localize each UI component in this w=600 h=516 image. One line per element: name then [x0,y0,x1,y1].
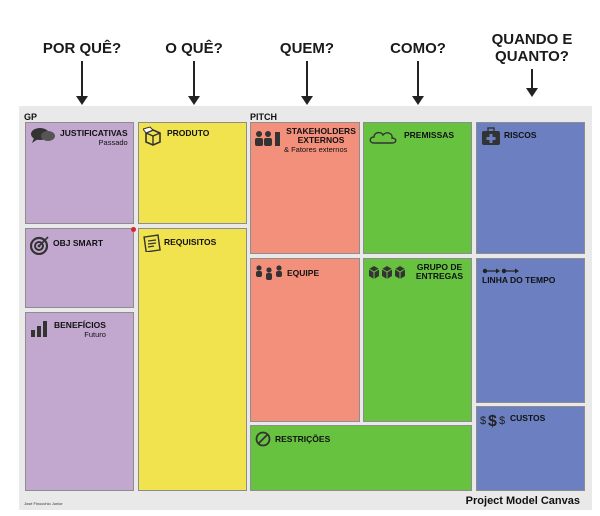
down-arrow-icon [188,61,200,105]
requisitos-card[interactable]: REQUISITOS [138,228,247,491]
dollar-icon: $ $ $ [480,413,505,428]
red-marker-dot [131,227,136,232]
no-entry-icon [255,431,271,447]
canvas-title: Project Model Canvas [465,495,580,507]
premissas-label: PREMISSAS [404,130,455,140]
requisitos-title: REQUISITOS [164,238,216,247]
bar-chart-icon [31,321,47,337]
beneficios-label: BENEFÍCIOS [54,320,106,330]
down-arrow-icon [76,61,88,105]
justificativas-title: JUSTIFICATIVAS Passado [60,128,128,148]
beneficios-title: BENEFÍCIOS Futuro [54,320,106,340]
requisitos-label: REQUISITOS [164,237,217,247]
people-icon [255,131,280,146]
entregas-title: GRUPO DE ENTREGAS [412,263,467,281]
produto-card[interactable]: PRODUTO [138,122,247,224]
justificativas-label: JUSTIFICATIVAS [60,128,128,138]
stakeholders-label: STAKEHOLDERS EXTERNOS [286,126,356,145]
restricoes-card[interactable]: RESTRIÇÕES [250,425,472,491]
custos-card[interactable]: $ $ $ CUSTOS [476,406,585,491]
first-aid-icon [482,127,500,145]
obj-smart-card[interactable]: OBJ SMART [25,227,136,308]
premissas-title: PREMISSAS [404,131,454,140]
box-icon [143,126,161,146]
stakeholders-sub: & Fatores externos [284,145,348,154]
team-icon [256,265,282,280]
justificativas-sub: Passado [98,138,128,147]
cubes-icon [368,266,406,279]
obj-smart-label: OBJ SMART [53,238,104,248]
down-arrow-icon [301,61,313,105]
stakeholders-card[interactable]: STAKEHOLDERS EXTERNOS & Fatores externos [250,122,360,254]
pitch-label: PITCH [250,112,277,122]
question-who: QUEM? [263,40,351,105]
produto-label: PRODUTO [167,128,210,138]
custos-label: CUSTOS [510,413,546,423]
cloud-icon [369,131,397,144]
question-who-label: QUEM? [279,40,335,57]
riscos-card[interactable]: RISCOS [476,122,585,254]
linha-tempo-card[interactable]: LINHA DO TEMPO [476,258,585,403]
equipe-label: EQUIPE [287,268,320,278]
checklist-icon [143,234,161,252]
custos-title: CUSTOS [510,414,545,423]
svg-text:$: $ [488,413,497,428]
question-why-label: POR QUÊ? [42,40,122,57]
question-what: O QUÊ? [150,40,238,105]
timeline-icon [482,268,519,274]
beneficios-sub: Futuro [84,330,106,339]
canvas-board: GP PITCH JUSTIFICATIVAS Passado OBJ SMAR… [19,106,592,510]
equipe-card[interactable]: EQUIPE [250,258,360,422]
riscos-label: RISCOS [504,130,537,140]
gp-label: GP [24,112,38,122]
target-icon [30,236,49,255]
justificativas-card[interactable]: JUSTIFICATIVAS Passado [25,122,134,224]
svg-text:$: $ [499,415,505,427]
entregas-card[interactable]: GRUPO DE ENTREGAS [363,258,472,422]
premissas-card[interactable]: PREMISSAS [363,122,472,254]
speech-bubbles-icon [31,128,55,143]
stakeholders-title: STAKEHOLDERS EXTERNOS & Fatores externos [284,126,358,155]
produto-title: PRODUTO [167,129,209,138]
question-how: COMO? [374,40,462,105]
riscos-title: RISCOS [504,131,537,140]
question-how-label: COMO? [390,40,446,57]
beneficios-card[interactable]: BENEFÍCIOS Futuro [25,312,134,491]
restricoes-label: RESTRIÇÕES [275,434,331,444]
linha-tempo-label: LINHA DO TEMPO [482,275,556,285]
restricoes-title: RESTRIÇÕES [275,435,330,444]
entregas-label: GRUPO DE ENTREGAS [415,262,464,281]
question-why: POR QUÊ? [38,40,126,105]
question-what-label: O QUÊ? [165,40,223,57]
obj-smart-title: OBJ SMART [53,239,103,248]
down-arrow-icon [412,61,424,105]
down-arrow-icon [526,69,538,97]
equipe-title: EQUIPE [287,269,319,278]
svg-text:$: $ [480,415,486,427]
linha-tempo-title: LINHA DO TEMPO [482,276,555,285]
author-credit: José Finocchio Junior [24,501,63,506]
